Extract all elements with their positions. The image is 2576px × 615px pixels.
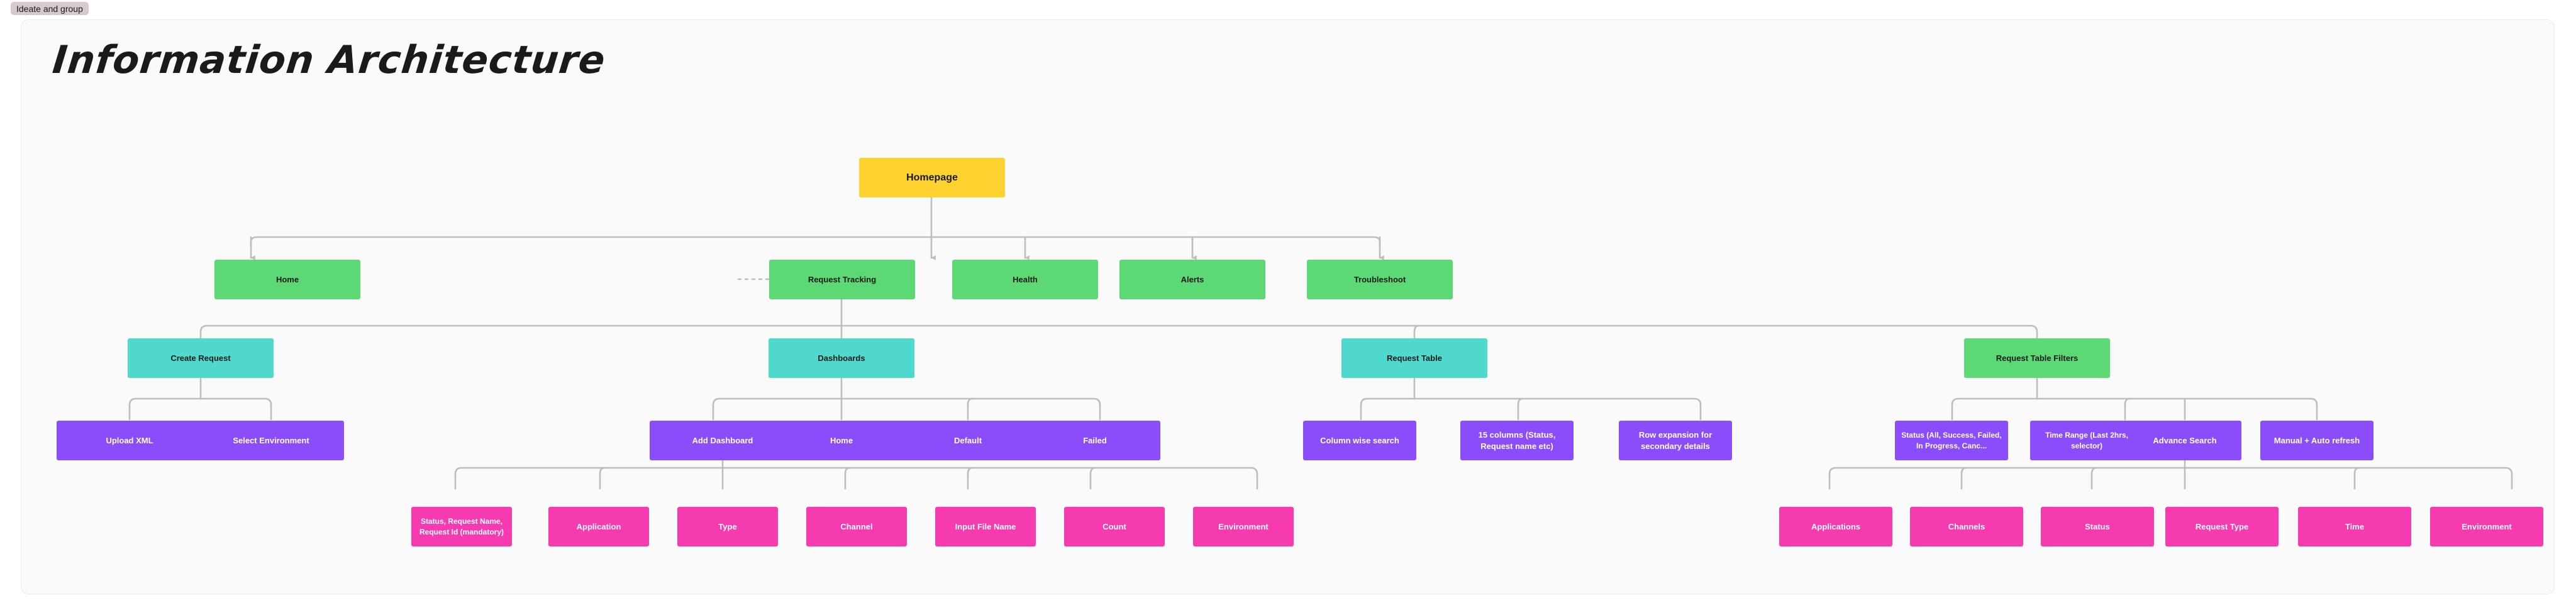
- node-application[interactable]: Application: [548, 507, 649, 546]
- node-status-request-name-id[interactable]: Status, Request Name, Request Id (mandat…: [411, 507, 512, 546]
- node-advance-search[interactable]: Advance Search: [2128, 421, 2241, 460]
- node-label: Type: [718, 521, 737, 531]
- node-label: Row expansion for secondary details: [1638, 429, 1713, 451]
- node-time[interactable]: Time: [2298, 507, 2411, 546]
- node-label: Health: [1013, 274, 1038, 284]
- node-filter-time-range[interactable]: Time Range (Last 2hrs, selector): [2030, 421, 2143, 460]
- node-create-request[interactable]: Create Request: [128, 338, 274, 378]
- node-label: Channels: [1948, 521, 1985, 531]
- node-label: Create Request: [170, 353, 231, 363]
- node-upload-xml[interactable]: Upload XML: [57, 421, 203, 460]
- node-request-type[interactable]: Request Type: [2165, 507, 2279, 546]
- node-dashboards-failed[interactable]: Failed: [1030, 421, 1160, 460]
- node-column-wise-search[interactable]: Column wise search: [1303, 421, 1416, 460]
- tab-ideate-and-group[interactable]: Ideate and group: [11, 2, 89, 15]
- node-input-file-name[interactable]: Input File Name: [935, 507, 1036, 546]
- node-label: Environment: [2462, 521, 2512, 531]
- node-label: Add Dashboard: [692, 435, 753, 445]
- node-label: Request Type: [2195, 521, 2249, 531]
- node-label: Time: [2345, 521, 2365, 531]
- node-label: Homepage: [906, 172, 958, 183]
- node-label: Dashboards: [818, 353, 865, 363]
- node-label: Home: [275, 274, 299, 284]
- node-applications[interactable]: Applications: [1779, 507, 1892, 546]
- node-label: Troubleshoot: [1353, 274, 1406, 284]
- node-label: Request Table: [1387, 353, 1442, 363]
- node-label: Count: [1102, 521, 1126, 531]
- node-label: Applications: [1811, 521, 1860, 531]
- node-label: Select Environment: [233, 435, 309, 445]
- node-label: Manual + Auto refresh: [2273, 435, 2360, 445]
- node-label: Failed: [1083, 435, 1107, 445]
- node-row-expansion[interactable]: Row expansion for secondary details: [1619, 421, 1732, 460]
- node-troubleshoot[interactable]: Troubleshoot: [1307, 260, 1453, 299]
- node-select-environment[interactable]: Select Environment: [198, 421, 344, 460]
- page-title: Information Architecture: [50, 38, 608, 82]
- node-15-columns[interactable]: 15 columns (Status, Request name etc): [1460, 421, 1574, 460]
- node-label: Home: [830, 435, 853, 445]
- node-type[interactable]: Type: [677, 507, 778, 546]
- node-request-table[interactable]: Request Table: [1341, 338, 1487, 378]
- node-environment-dashboard[interactable]: Environment: [1193, 507, 1294, 546]
- node-advance-status[interactable]: Status: [2041, 507, 2154, 546]
- node-count[interactable]: Count: [1064, 507, 1165, 546]
- node-label: Status: [2085, 521, 2110, 531]
- node-label: Time Range (Last 2hrs, selector): [2045, 431, 2128, 450]
- node-request-tracking[interactable]: Request Tracking: [769, 260, 915, 299]
- node-dashboards-default[interactable]: Default: [902, 421, 1033, 460]
- node-request-table-filters[interactable]: Request Table Filters: [1964, 338, 2110, 378]
- node-homepage[interactable]: Homepage: [859, 158, 1005, 197]
- node-label: Upload XML: [106, 435, 153, 445]
- node-channel[interactable]: Channel: [806, 507, 907, 546]
- node-label: Column wise search: [1320, 435, 1399, 445]
- node-alerts[interactable]: Alerts: [1119, 260, 1265, 299]
- node-label: Application: [576, 521, 621, 531]
- tab-label: Ideate and group: [16, 3, 83, 14]
- node-environment-advance[interactable]: Environment: [2430, 507, 2543, 546]
- node-label: Channel: [840, 521, 873, 531]
- node-label: Status, Request Name, Request Id (mandat…: [419, 517, 504, 536]
- node-health[interactable]: Health: [952, 260, 1098, 299]
- node-dashboards-home[interactable]: Home: [776, 421, 907, 460]
- node-manual-auto-refresh[interactable]: Manual + Auto refresh: [2260, 421, 2373, 460]
- node-label: 15 columns (Status, Request name etc): [1478, 429, 1556, 451]
- node-label: Default: [953, 435, 982, 445]
- node-label: Alerts: [1180, 274, 1204, 284]
- node-label: Advance Search: [2153, 435, 2217, 445]
- node-dashboards[interactable]: Dashboards: [769, 338, 914, 378]
- node-add-dashboard[interactable]: Add Dashboard: [650, 421, 796, 460]
- node-label: Request Table Filters: [1996, 353, 2079, 363]
- board-canvas[interactable]: Information Architecture: [21, 19, 2555, 594]
- node-label: Status (All, Success, Failed, In Progres…: [1901, 431, 2002, 450]
- node-home[interactable]: Home: [214, 260, 360, 299]
- node-label: Input File Name: [955, 521, 1016, 531]
- node-filter-status[interactable]: Status (All, Success, Failed, In Progres…: [1895, 421, 2008, 460]
- node-label: Request Tracking: [808, 274, 877, 284]
- node-label: Environment: [1218, 521, 1269, 531]
- node-channels[interactable]: Channels: [1910, 507, 2023, 546]
